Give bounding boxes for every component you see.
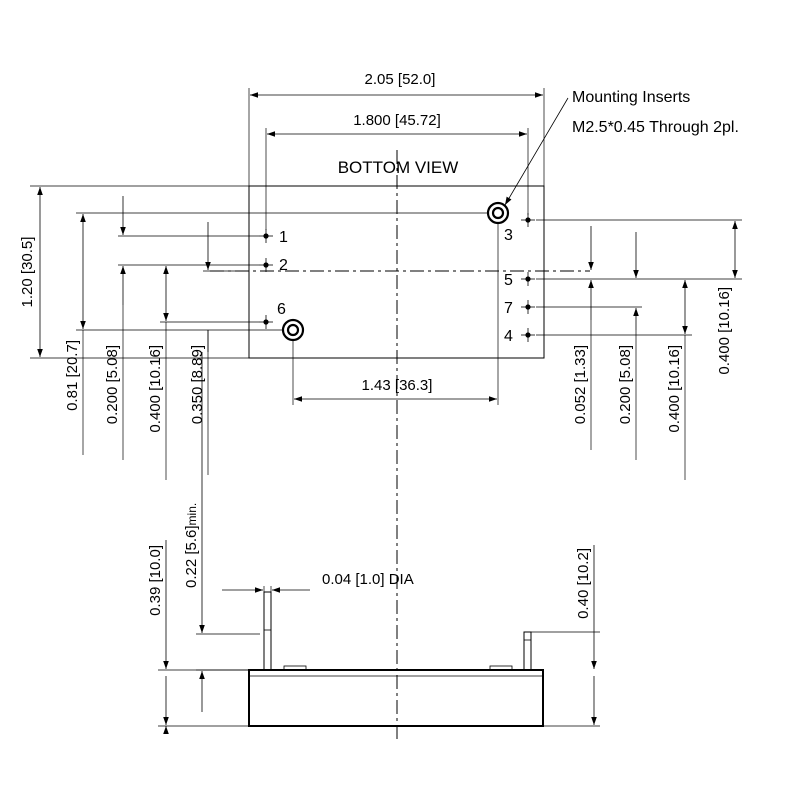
overall-width-dim: 2.05 [52.0] (365, 71, 436, 88)
mounting-insert-bottom-left (281, 318, 305, 342)
dim-081: 0.81 [20.7] (64, 340, 81, 411)
mounting-insert-leader (504, 97, 569, 206)
insert-spacing-dim: 1.800 [45.72] (353, 112, 441, 129)
dim-0400-left: 0.400 [10.16] (147, 345, 164, 433)
callout-line-1: Mounting Inserts (572, 89, 690, 106)
pin-4-marker (521, 328, 535, 342)
pin-3-marker (521, 213, 535, 227)
pin-3-label: 3 (504, 227, 513, 244)
pin-6-marker (259, 315, 273, 329)
pin-7-label: 7 (504, 300, 513, 317)
mounting-insert-top-right (486, 201, 510, 225)
dim-0052-right: 0.052 [1.33] (572, 345, 589, 424)
dim-0200-left: 0.200 [5.08] (104, 345, 121, 424)
pin-5-label: 5 (504, 272, 513, 289)
pin-6-label: 6 (277, 301, 286, 318)
dim-0400-right-a: 0.400 [10.16] (666, 345, 683, 433)
pin-2-marker (259, 258, 273, 272)
dim-0350-left: 0.350 [8.89] (189, 345, 206, 424)
view-title: BOTTOM VIEW (338, 158, 459, 177)
dim-0200-right: 0.200 [5.08] (617, 345, 634, 424)
pin-length-dim: 0.22 [5.6]min. (183, 503, 200, 588)
pin-1-marker (259, 229, 273, 243)
side-view-pin-left (263, 591, 272, 671)
pin-7-marker (521, 300, 535, 314)
total-height-dim: 0.40 [10.2] (575, 548, 592, 619)
overall-height-dim: 1.20 [30.5] (19, 237, 36, 308)
side-view-pin-right (523, 631, 532, 671)
body-height-dim: 0.39 [10.0] (147, 545, 164, 616)
pin-dia-dim: 0.04 [1.0] DIA (322, 571, 414, 588)
pin-2-label: 2 (279, 257, 288, 274)
pin-5-marker (521, 272, 535, 286)
dim-0400-right-b: 0.400 [10.16] (716, 287, 733, 375)
pin-1-label: 1 (279, 229, 288, 246)
callout-line-2: M2.5*0.45 Through 2pl. (572, 119, 739, 136)
pin-4-label: 4 (504, 328, 513, 345)
dim-143: 1.43 [36.3] (362, 377, 433, 394)
side-view-body (248, 665, 544, 727)
